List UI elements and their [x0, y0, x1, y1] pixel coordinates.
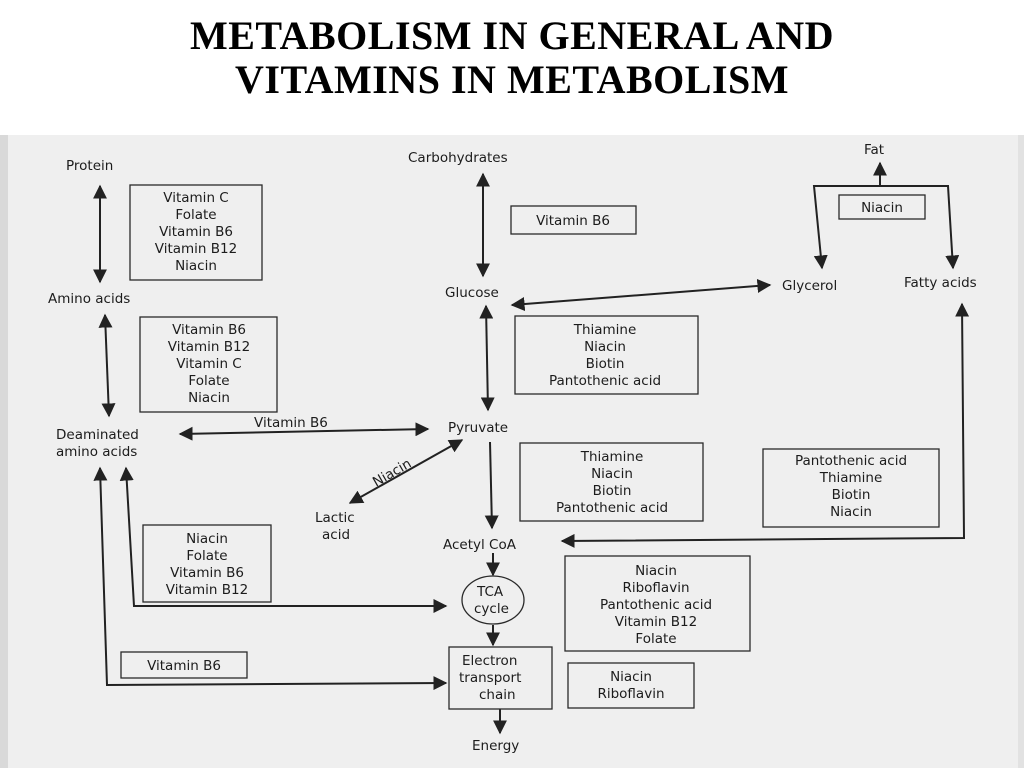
box-line: Niacin	[830, 504, 872, 520]
box-glucose-pyruvate-text: Thiamine Niacin Biotin Pantothenic acid	[549, 322, 661, 389]
box-deaminated-tca-text: Niacin Folate Vitamin B6 Vitamin B12	[166, 531, 248, 598]
arrow-deaminated-etc	[93, 466, 448, 691]
node-protein: Protein	[66, 158, 113, 174]
node-lactic-line1: Lactic	[315, 510, 355, 526]
box-line: Thiamine	[580, 449, 644, 465]
box-line: Riboflavin	[622, 580, 689, 596]
slide-title: METABOLISM IN GENERAL AND VITAMINS IN ME…	[0, 0, 1024, 135]
node-acetyl-coa: Acetyl CoA	[443, 537, 517, 553]
box-tca-text: Niacin Riboflavin Pantothenic acid Vitam…	[600, 563, 712, 647]
box-line: Vitamin B12	[155, 241, 237, 257]
arrow-deaminated-pyruvate	[178, 422, 430, 441]
box-line: Niacin	[584, 339, 626, 355]
box-line: Biotin	[593, 483, 632, 499]
box-fatty-acetyl-text: Pantothenic acid Thiamine Biotin Niacin	[795, 453, 907, 520]
title-line-2: VITAMINS IN METABOLISM	[234, 57, 790, 102]
box-etc-text: Niacin Riboflavin	[597, 669, 664, 702]
node-etc-line2: transport	[459, 670, 521, 686]
box-line: Biotin	[586, 356, 625, 372]
arrow-glucose-glycerol	[510, 278, 772, 312]
node-tca-line2: cycle	[474, 601, 509, 617]
box-line: Vitamin B12	[166, 582, 248, 598]
node-tca-line1: TCA	[476, 584, 504, 600]
box-line: Niacin	[591, 466, 633, 482]
scan-left-edge	[0, 135, 8, 768]
box-tca	[564, 555, 751, 652]
box-line: Niacin	[188, 390, 230, 406]
box-line: Niacin	[175, 258, 217, 274]
box-line: Vitamin C	[176, 356, 241, 372]
vitamin-boxes: Vitamin C Folate Vitamin B6 Vitamin B12 …	[120, 184, 940, 709]
box-fatty-acetyl	[762, 448, 940, 528]
box-fat	[838, 194, 926, 220]
box-line: Pantothenic acid	[795, 453, 907, 469]
box-carb-glucose	[510, 205, 637, 235]
box-line: Vitamin B6	[170, 565, 244, 581]
box-line: Riboflavin	[597, 686, 664, 702]
box-protein-amino-text: Vitamin C Folate Vitamin B6 Vitamin B12 …	[155, 190, 237, 274]
box-pyruvate-acetyl	[519, 442, 704, 522]
label-niacin-lactic: Niacin	[370, 456, 414, 491]
title-line-1: METABOLISM IN GENERAL AND	[189, 13, 835, 58]
box-line: Folate	[186, 548, 227, 564]
box-line: Vitamin B6	[159, 224, 233, 240]
node-energy: Energy	[472, 738, 519, 754]
box-line: Niacin	[861, 200, 903, 216]
box-protein-amino	[129, 184, 263, 281]
box-line: Vitamin C	[163, 190, 228, 206]
node-glucose: Glucose	[445, 285, 499, 301]
node-glycerol: Glycerol	[782, 278, 837, 294]
node-deaminated-line2: amino acids	[56, 444, 137, 460]
box-line: Vitamin B12	[168, 339, 250, 355]
node-lactic-line2: acid	[322, 527, 350, 543]
node-carbohydrates: Carbohydrates	[408, 150, 508, 166]
box-amino-deaminated	[139, 316, 278, 413]
box-line: Pantothenic acid	[549, 373, 661, 389]
arrow-fattyacids-acetyl	[560, 302, 970, 548]
box-line: Niacin	[635, 563, 677, 579]
box-pyruvate-acetyl-text: Thiamine Niacin Biotin Pantothenic acid	[556, 449, 668, 516]
box-line: Niacin	[186, 531, 228, 547]
box-line: Vitamin B6	[172, 322, 246, 338]
node-pyruvate: Pyruvate	[448, 420, 508, 436]
tca-circle	[461, 575, 525, 625]
node-etc-line3: chain	[479, 687, 516, 703]
box-deaminated-tca	[142, 524, 272, 603]
box-line: Thiamine	[819, 470, 883, 486]
node-etc-line1: Electron	[462, 653, 517, 669]
box-line: Biotin	[832, 487, 871, 503]
box-line: Vitamin B6	[536, 213, 610, 229]
box-line: Folate	[635, 631, 676, 647]
box-line: Vitamin B12	[615, 614, 697, 630]
box-line: Niacin	[610, 669, 652, 685]
arrow-glucose-pyruvate	[479, 304, 495, 412]
node-deaminated-line1: Deaminated	[56, 427, 139, 443]
arrow-pyruvate-acetyl	[484, 441, 499, 530]
label-vitamin-b6-deaminated-pyruvate: Vitamin B6	[254, 415, 328, 431]
node-amino-acids: Amino acids	[48, 291, 130, 307]
arrow-amino-deaminated	[98, 313, 116, 418]
connectors	[93, 161, 970, 735]
box-line: Thiamine	[573, 322, 637, 338]
box-amino-deaminated-text: Vitamin B6 Vitamin B12 Vitamin C Folate …	[168, 322, 250, 406]
box-line: Folate	[175, 207, 216, 223]
node-fatty-acids: Fatty acids	[904, 275, 977, 291]
scan-right-edge	[1018, 135, 1024, 768]
box-line: Pantothenic acid	[600, 597, 712, 613]
box-line: Vitamin B6	[147, 658, 221, 674]
box-deaminated-etc	[120, 651, 248, 679]
box-etc	[567, 662, 695, 709]
box-line: Pantothenic acid	[556, 500, 668, 516]
box-glucose-pyruvate	[514, 315, 699, 395]
arrow-glycerol-fat-fattyacids	[812, 185, 960, 270]
box-line: Folate	[188, 373, 229, 389]
etc-box	[448, 646, 553, 710]
node-fat: Fat	[864, 142, 884, 158]
node-labels: Protein Amino acids Deaminated amino aci…	[48, 142, 977, 754]
